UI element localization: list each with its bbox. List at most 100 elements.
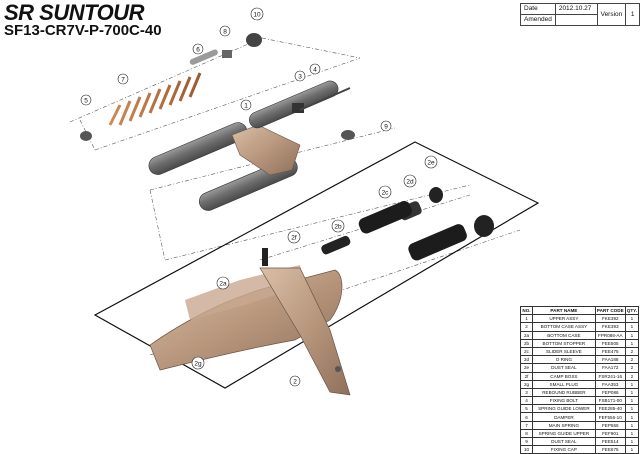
part-no: 2 <box>520 322 533 332</box>
part-no: 2e <box>520 363 533 373</box>
dust-seal-9 <box>341 130 355 140</box>
callout-3: 3 <box>298 74 302 81</box>
part-no: 8 <box>520 428 533 439</box>
part-qty: 1 <box>624 436 640 447</box>
part-code: FEF901 <box>594 428 626 439</box>
part-qty: 2 <box>624 371 640 381</box>
lower-parts <box>262 187 494 266</box>
part-qty: 1 <box>624 330 640 340</box>
callout-2a: 2a <box>219 281 227 288</box>
part-qty: 2 <box>624 346 640 357</box>
part-code: FEE285-40 <box>594 404 626 414</box>
part-code: FAA188 <box>594 355 626 365</box>
part-name: REBOUND RUBBER <box>532 387 596 398</box>
spring-guide-lower <box>80 131 92 141</box>
part-name: BOTTOM STOPPER <box>532 338 596 348</box>
part-code: FKE393 <box>594 322 626 332</box>
callout-2e: 2e <box>427 160 435 167</box>
part-name: DUST SEAL <box>532 436 596 447</box>
part-no: 6 <box>520 412 533 422</box>
part-name: CAMP BOSS <box>532 371 596 381</box>
version-label: Version <box>596 3 627 26</box>
damper-rod <box>189 49 218 65</box>
part-no: 9 <box>520 436 533 447</box>
part-qty: 1 <box>624 404 640 414</box>
bottom-case-right-leg <box>259 267 351 396</box>
callout-labels: 10 6 8 7 5 3 4 1 9 2e 2d 2c 2b 2f 2a 2g … <box>84 12 435 386</box>
part-name: SPRING GUIDE LOWER <box>532 404 596 414</box>
model-title: SF13-CR7V-P-700C-40 <box>4 22 162 39</box>
callout-2c: 2c <box>382 190 390 197</box>
small-plug <box>335 366 341 372</box>
bottom-case <box>149 265 351 396</box>
callout-8: 8 <box>223 29 227 36</box>
callout-5: 5 <box>84 98 88 105</box>
spring-guide-upper <box>222 50 232 58</box>
fork-crown <box>231 124 301 176</box>
part-name: MAIN SPRING <box>532 420 596 430</box>
part-no: 2f <box>520 371 533 381</box>
part-code: FAA172 <box>594 363 626 373</box>
part-name: O RING <box>532 355 596 365</box>
part-code: FEE475 <box>594 346 626 357</box>
part-no: 3 <box>520 387 533 398</box>
part-code: FSR241-16 <box>594 371 626 381</box>
part-qty: 2 <box>624 363 640 373</box>
callout-9: 9 <box>384 124 388 131</box>
part-code: FEE505 <box>594 338 626 348</box>
callout-7: 7 <box>121 77 125 84</box>
col-qty: QTY. <box>624 305 640 316</box>
part-qty: 1 <box>624 314 640 324</box>
brand-logo: SR SUNTOUR <box>4 0 145 25</box>
part-name: DAMPER <box>532 412 596 422</box>
part-name: SLIDER SLEEVE <box>532 346 596 357</box>
part-code: FAA353 <box>594 379 626 389</box>
part-code: FEP556 <box>594 420 626 430</box>
part-qty: 1 <box>624 338 640 348</box>
col-part-name: PART NAME <box>532 305 596 316</box>
callout-2b: 2b <box>334 224 342 231</box>
part-no: 1 <box>520 314 533 324</box>
part-code: FKE392 <box>594 314 626 324</box>
spring-stack <box>80 33 351 141</box>
part-no: 5 <box>520 404 533 414</box>
callout-2d: 2d <box>406 179 414 186</box>
part-code: FEE514 <box>594 436 626 447</box>
part-no: 7 <box>520 420 533 430</box>
callout-1: 1 <box>244 103 248 110</box>
part-qty: 1 <box>624 387 640 398</box>
main-spring <box>108 72 202 126</box>
part-no: 2a <box>520 330 533 340</box>
part-qty: 1 <box>624 379 640 389</box>
callout-6: 6 <box>196 47 200 54</box>
fixing-cap <box>246 33 262 47</box>
part-code: FPR086-AA <box>594 330 626 340</box>
version-value: 1 <box>625 3 640 26</box>
part-name: FIXING BOLT <box>532 396 596 406</box>
part-name: UPPER ASSY <box>532 314 596 324</box>
camp-boss <box>262 248 268 266</box>
part-qty: 1 <box>624 322 640 332</box>
part-no: 2c <box>520 346 533 357</box>
part-code: FEF556-10 <box>594 412 626 422</box>
part-qty: 1 <box>624 396 640 406</box>
callout-2g: 2g <box>194 361 202 368</box>
part-code: FEP086 <box>594 387 626 398</box>
col-no: NO. <box>520 305 533 316</box>
part-code: FSB171-00 <box>594 396 626 406</box>
amended-label: Amended <box>520 14 556 26</box>
part-qty: 1 <box>624 412 640 422</box>
